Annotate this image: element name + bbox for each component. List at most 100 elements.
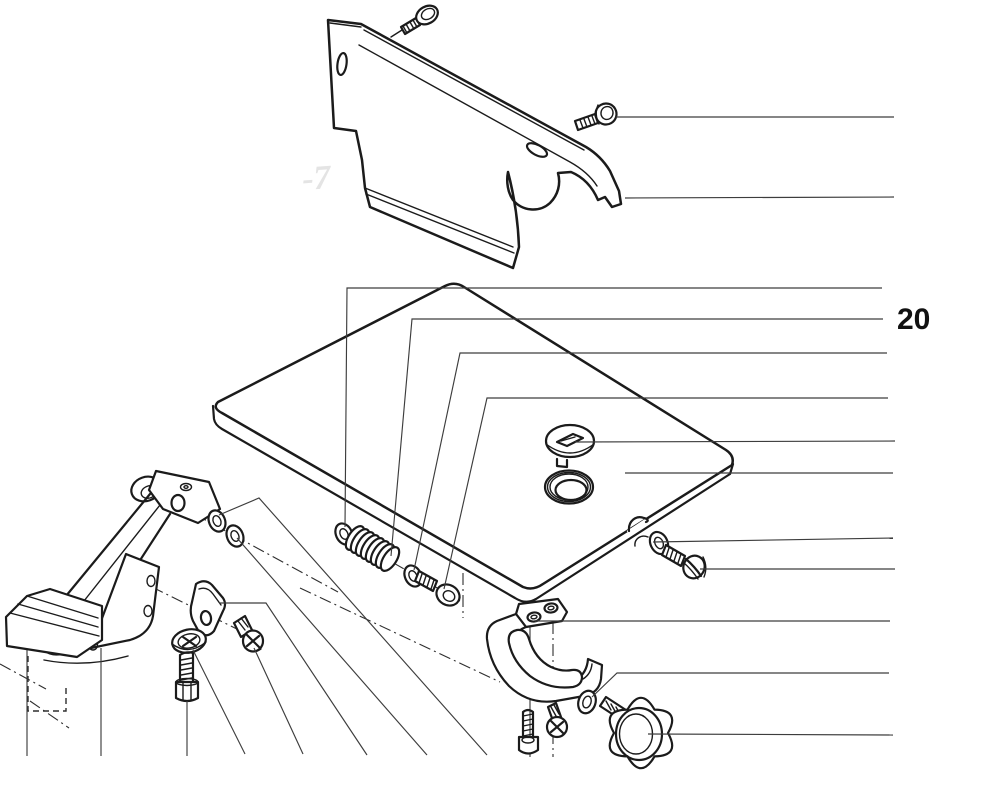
washer-a-outer [207, 509, 227, 533]
screw-slot [684, 557, 703, 578]
leader-clamp [219, 602, 368, 756]
compression-spring [344, 525, 401, 572]
screw-thread-hatch [579, 115, 596, 129]
part-20-label: 20 [897, 303, 930, 336]
table-edge-notch-lower [634, 535, 649, 547]
table-assembly [211, 282, 735, 603]
leader-sector-washer [591, 672, 889, 698]
washer-outer [577, 689, 597, 715]
nut-cross [181, 635, 198, 648]
cover-bend-line [358, 44, 598, 187]
leader-lines [26, 116, 896, 756]
bracket-head-hole [170, 493, 186, 513]
screw-head [415, 4, 439, 26]
screw-head-inner [420, 7, 436, 21]
block-outline [4, 587, 104, 659]
table-thickness [211, 404, 735, 603]
socket-head-bolt [413, 569, 461, 607]
leader-spring [390, 318, 883, 557]
axis-knob [299, 587, 501, 683]
sector-assembly [485, 597, 674, 770]
screw-head-top [521, 736, 535, 744]
foot-hole-2 [143, 604, 153, 618]
cap-slot [555, 432, 585, 448]
cover-assembly [326, 4, 623, 270]
cover-top-edge-double [329, 22, 585, 151]
cross-screw-left [232, 614, 265, 653]
bushing-rim1 [546, 471, 592, 503]
screw-head-side [244, 647, 262, 653]
sector-washer [577, 689, 597, 715]
block-ridges [9, 595, 100, 637]
leader-knob [647, 733, 894, 736]
slotted-cap [544, 423, 596, 469]
screw-thread-hatch [550, 704, 560, 717]
foot-bottom-edge [43, 655, 129, 664]
washer-a-inner [212, 515, 222, 527]
cover-flange-folds [364, 187, 520, 269]
cap-side [545, 443, 595, 454]
cap-slot-inner [560, 436, 576, 442]
tab-hole-1-inner [530, 614, 538, 620]
edge-fastener [648, 530, 707, 580]
leader-washer2 [413, 352, 887, 571]
screw-thread-hatch [237, 617, 249, 631]
cover-slot-left [336, 51, 348, 77]
screw-thread-hatch [665, 547, 682, 564]
sector-end-face [582, 663, 593, 680]
bolt-socket [442, 590, 456, 602]
pan-screw [545, 701, 569, 739]
screw-head-inner [600, 105, 614, 121]
nut-body [177, 633, 201, 649]
bracket-top-hole-dot [183, 485, 189, 490]
clamp-hole [199, 609, 213, 627]
spring-assembly [334, 522, 461, 607]
screw-leader [390, 29, 403, 38]
leader-nut [192, 649, 246, 755]
clamp-outline [189, 580, 227, 637]
cap-screw [517, 708, 540, 755]
flange-screw-topright [573, 102, 618, 132]
cap-tab [555, 457, 569, 469]
cover-slot-right [525, 142, 549, 158]
block-hidden-outline [27, 656, 67, 712]
sector-slot [507, 628, 584, 689]
coil [379, 546, 401, 572]
bracket-top-hole [179, 482, 193, 492]
washer-inner [582, 695, 592, 709]
tab-hole-1 [526, 611, 542, 623]
screw-thread-hatch [522, 713, 534, 737]
screw-thread-hatch [402, 19, 418, 34]
screw-cross [245, 633, 261, 649]
leader-washer-a [218, 497, 488, 756]
hex-bolt [174, 651, 200, 703]
pan-head-screw-top [390, 4, 439, 38]
leader-cross-screw [253, 647, 304, 755]
axis-block-a [0, 663, 47, 690]
slotted-screw [660, 543, 707, 580]
leader-bolt [443, 397, 888, 590]
watermark: -7 [301, 159, 334, 198]
screw-shaft [660, 543, 687, 568]
stud-thread-hatch [605, 700, 627, 720]
nut-flange-side [171, 641, 207, 651]
leader-washer1 [344, 287, 882, 528]
screw-flange-arc [595, 104, 600, 125]
clamp-plate [189, 580, 227, 637]
bolt-head [435, 583, 461, 607]
leader-cover-tip [624, 196, 895, 199]
bracket-head [147, 469, 222, 525]
toothed-block [4, 587, 104, 712]
washer-pair [207, 509, 245, 548]
screw-rim [702, 556, 707, 578]
bushing-hole [554, 478, 588, 502]
bolt-head-top [175, 677, 199, 687]
notch-mask [626, 517, 650, 536]
leader-cap [574, 440, 896, 443]
clamp-inner-curve [198, 587, 222, 606]
screw-slot-2 [682, 561, 699, 580]
tab-hole-2-inner [547, 605, 555, 611]
leader-washer-b [236, 537, 428, 756]
